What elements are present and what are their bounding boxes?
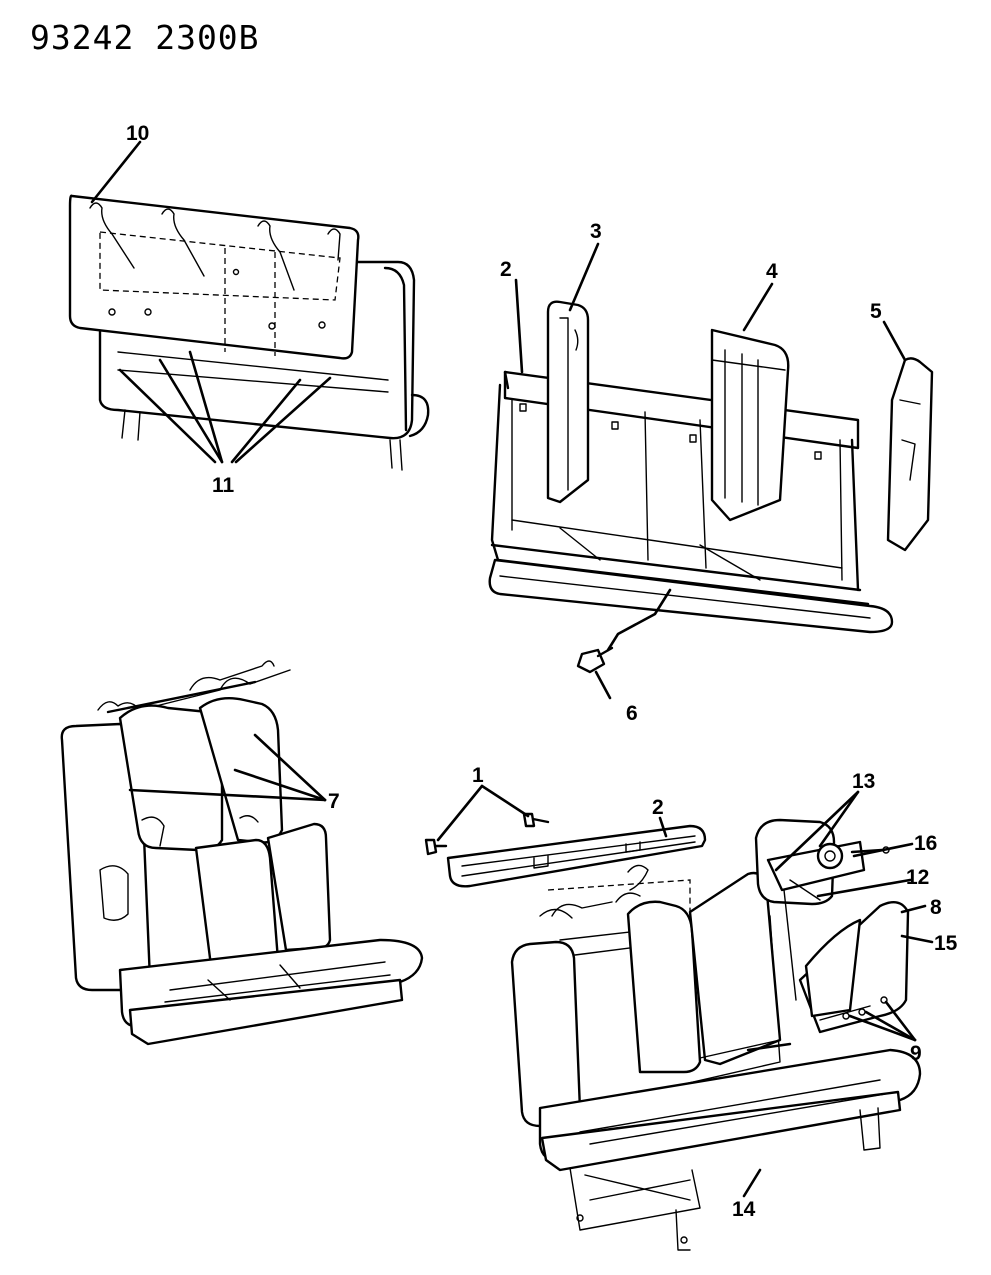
seat-back-panel xyxy=(68,194,360,360)
callout-9: 9 xyxy=(910,1042,922,1065)
bench-seat-assembled xyxy=(60,660,424,1046)
callout-1: 1 xyxy=(472,764,484,787)
callout-15: 15 xyxy=(934,932,958,955)
callout-10: 10 xyxy=(126,122,149,145)
callout-8: 8 xyxy=(930,896,942,919)
callout-5: 5 xyxy=(870,300,882,323)
callout-6: 6 xyxy=(626,702,638,725)
callout-2-top: 2 xyxy=(500,258,512,281)
callout-16: 16 xyxy=(914,832,937,855)
callout-labels: 10 11 2 3 4 5 6 7 1 2 13 16 12 8 15 9 14 xyxy=(126,122,958,1221)
callout-11: 11 xyxy=(212,474,235,497)
callout-7: 7 xyxy=(328,790,340,813)
callout-2-bottom: 2 xyxy=(652,796,664,819)
callout-4: 4 xyxy=(766,260,778,283)
diagram-code: 93242 2300B xyxy=(30,18,260,57)
rear-seat-back-assembly xyxy=(68,140,430,471)
callout-14: 14 xyxy=(732,1198,756,1221)
callout-3: 3 xyxy=(590,220,602,243)
callout-13: 13 xyxy=(852,770,875,793)
callout-12: 12 xyxy=(906,866,929,889)
seat-frame-assembly xyxy=(488,242,934,700)
bench-seat-exploded xyxy=(424,784,934,1251)
